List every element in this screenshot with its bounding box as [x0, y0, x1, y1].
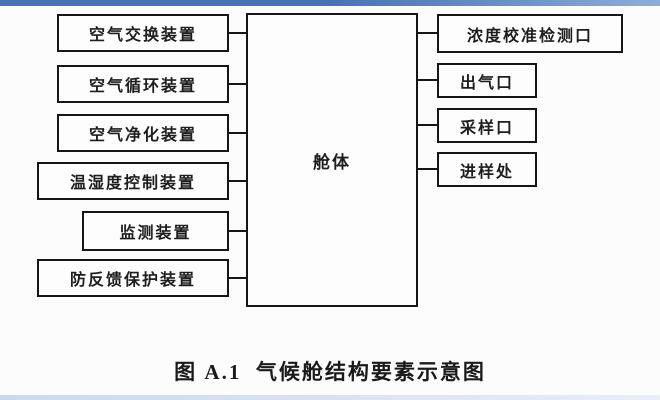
box-label: 温湿度控制装置	[69, 175, 196, 192]
connector-line	[228, 132, 247, 134]
box-concentration-calibration-port: 浓度校准检测口	[437, 14, 623, 53]
box-monitoring-device: 监测装置	[82, 211, 229, 251]
box-label: 空气净化装置	[88, 127, 197, 144]
connector-line	[416, 32, 437, 34]
connector-line	[416, 124, 437, 126]
box-air-exchange-device: 空气交换装置	[57, 14, 229, 52]
box-air-purification-device: 空气净化装置	[57, 114, 229, 152]
box-temp-humidity-control-device: 温湿度控制装置	[37, 162, 229, 200]
box-label: 进样处	[459, 163, 514, 181]
box-label: 浓度校准检测口	[466, 27, 593, 45]
connector-line	[228, 32, 247, 34]
bottom-blue-bar	[0, 395, 660, 400]
figure-caption: 图 A.1 气候舱结构要素示意图	[174, 360, 486, 384]
box-sampling-port: 采样口	[437, 108, 537, 143]
box-air-circulation-device: 空气循环装置	[57, 65, 229, 103]
box-label: 空气交换装置	[88, 27, 197, 44]
connector-line	[228, 180, 247, 182]
box-label: 出气口	[459, 74, 514, 92]
box-air-outlet: 出气口	[437, 63, 537, 98]
connector-line	[228, 277, 247, 279]
box-label: 采样口	[459, 119, 514, 137]
box-label: 监测装置	[119, 225, 192, 242]
box-label: 防反馈保护装置	[69, 272, 196, 289]
box-sample-inlet: 进样处	[437, 152, 537, 187]
box-label: 空气循环装置	[88, 78, 197, 95]
top-blue-bar	[0, 0, 660, 6]
box-anti-feedback-protection-device: 防反馈保护装置	[37, 259, 229, 297]
connector-line	[416, 168, 437, 170]
connector-line	[416, 79, 437, 81]
connector-line	[228, 230, 247, 232]
box-cabin-body: 舱体	[246, 13, 418, 307]
box-label: 舱体	[313, 152, 351, 172]
connector-line	[228, 83, 247, 85]
